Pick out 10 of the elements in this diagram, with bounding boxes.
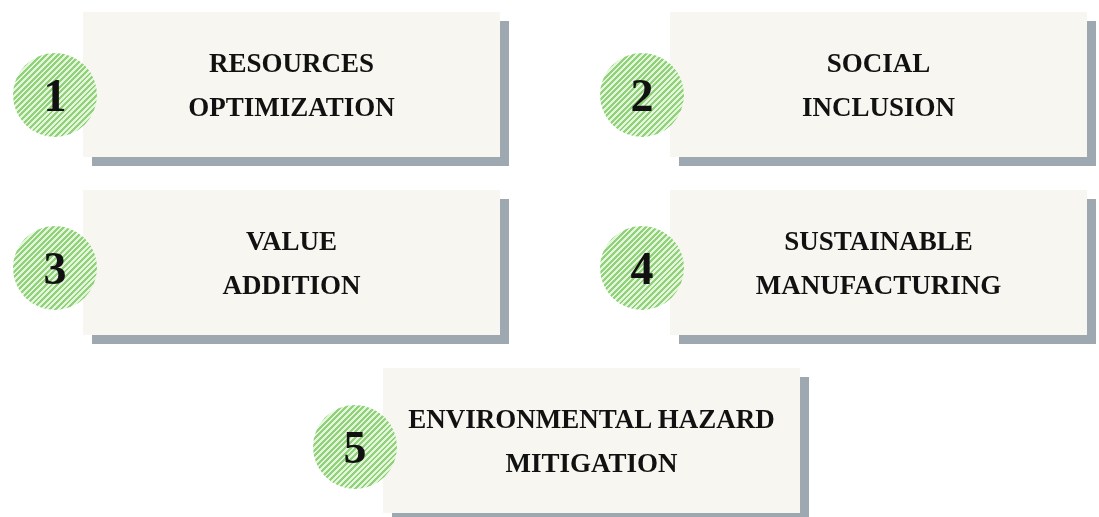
card-title: SOCIAL INCLUSION — [800, 46, 956, 124]
card-title: RESOURCES OPTIMIZATION — [187, 46, 396, 124]
card-title: VALUE ADDITION — [221, 224, 362, 302]
number-circle: 4 — [600, 226, 684, 310]
number-circle: 1 — [13, 53, 97, 137]
number-circle: 5 — [313, 405, 397, 489]
card-title: ENVIRONMENTAL HAZARD MITIGATION — [407, 402, 776, 480]
number-circle: 2 — [600, 53, 684, 137]
card-title: SUSTAINABLE MANUFACTURING — [754, 224, 1003, 302]
number-circle: 3 — [13, 226, 97, 310]
